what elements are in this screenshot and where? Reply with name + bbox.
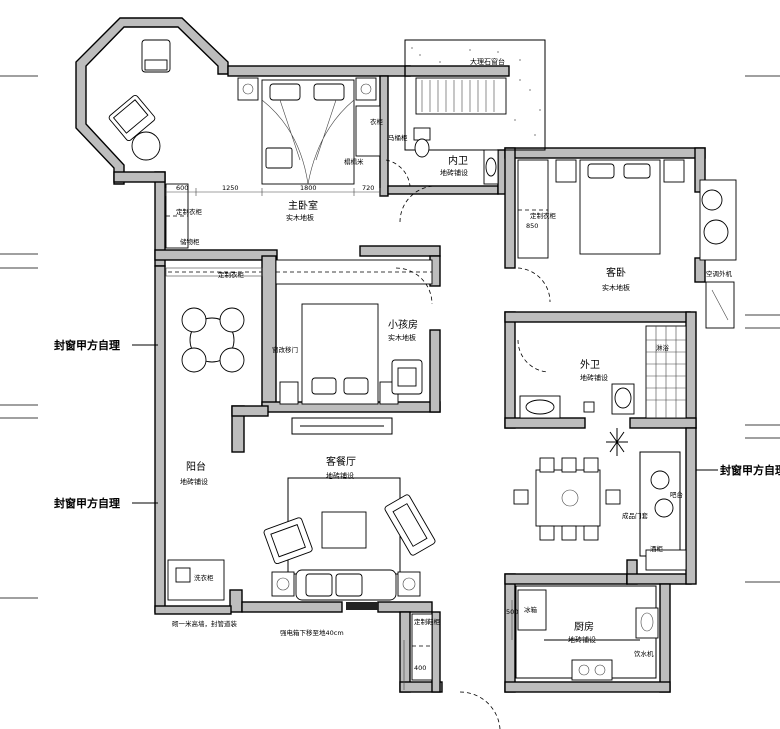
label-shoe-cabinet: 定制鞋柜 [414, 617, 441, 626]
outer-bath-fixtures [519, 325, 687, 419]
label-finished-door: 成品门套 [622, 511, 649, 520]
outer-bath-name: 外卫 [580, 359, 600, 371]
label-wardrobe-master: 定制衣柜 [176, 207, 203, 216]
guest-bed [517, 159, 737, 329]
outer-bath-floor: 地砖铺设 [580, 373, 608, 382]
dimension-lines [165, 188, 513, 690]
dim-850: 850 [526, 222, 538, 230]
plant [606, 428, 628, 456]
label-laundry: 洗衣柜 [194, 573, 214, 582]
kids-room-floor: 实木地板 [388, 333, 416, 342]
marble-platform [404, 39, 546, 151]
living-dining-floor: 地砖铺设 [326, 471, 354, 480]
label-tatami: 榻榻米 [344, 157, 364, 166]
dim-1250: 1250 [222, 184, 239, 192]
master-bedroom-floor: 实木地板 [286, 213, 314, 222]
guest-bedroom-name: 客卧 [606, 266, 626, 279]
dim-720: 720 [362, 184, 374, 192]
balcony-name: 阳台 [186, 460, 206, 473]
label-ac-unit: 空调外机 [706, 269, 733, 278]
shoe-cabinet [411, 613, 433, 681]
marble-texture [411, 47, 541, 136]
label-wardrobe-kids: 定制衣柜 [218, 270, 245, 279]
master-bedroom-name: 主卧室 [288, 199, 318, 212]
master-vanity [355, 105, 381, 157]
kids-room-name: 小孩房 [388, 318, 418, 331]
label-wine: 酒柜 [650, 544, 664, 553]
label-water: 饮水机 [634, 649, 654, 658]
dim-500: 500 [506, 608, 518, 616]
inner-bath-fixtures [413, 77, 507, 185]
label-window-door: 窗改移门 [272, 345, 298, 354]
note-meter: 强电箱下移至地40cm [280, 628, 344, 637]
dim-400: 400 [414, 664, 426, 672]
note-low-wall: 砌一米高墙，封管道装 [172, 619, 238, 628]
living-dining-name: 客餐厅 [326, 455, 356, 468]
label-wardrobe-small: 衣柜 [370, 117, 384, 126]
dining-furniture [513, 451, 687, 571]
bay-furniture [108, 39, 171, 161]
living-furniture [263, 417, 436, 610]
walls [75, 17, 706, 693]
balcony-furniture [165, 267, 263, 601]
label-wardrobe-guest: 定制衣柜 [530, 211, 557, 220]
kitchen-fixtures [515, 585, 659, 681]
balcony-floor: 地砖铺设 [180, 477, 208, 486]
guest-bedroom-floor: 实木地板 [602, 283, 630, 292]
window-note-left-1: 封窗甲方自理 [54, 338, 120, 352]
kitchen-floor: 地砖铺设 [568, 635, 596, 644]
dim-1800: 1800 [300, 184, 317, 192]
kitchen-name: 厨房 [574, 620, 594, 633]
label-marble-platform: 大理石窗台 [470, 57, 505, 66]
inner-bath-name: 内卫 [448, 154, 468, 167]
inner-bath-floor: 地砖铺设 [440, 168, 468, 177]
label-bar: 吧台 [670, 490, 683, 499]
window-note-left-2: 封窗甲方自理 [54, 496, 120, 510]
label-fridge: 冰箱 [524, 605, 538, 614]
kids-bed [275, 259, 433, 405]
margin-guides [0, 75, 780, 599]
dim-600: 600 [176, 184, 188, 192]
label-storage: 储物柜 [180, 237, 200, 246]
master-bed [237, 77, 377, 185]
label-toilet-cab: 马桶柜 [388, 133, 408, 142]
label-shower: 淋浴 [656, 343, 670, 352]
window-note-right: 封窗甲方自理 [720, 463, 780, 477]
door-swings [385, 159, 551, 729]
